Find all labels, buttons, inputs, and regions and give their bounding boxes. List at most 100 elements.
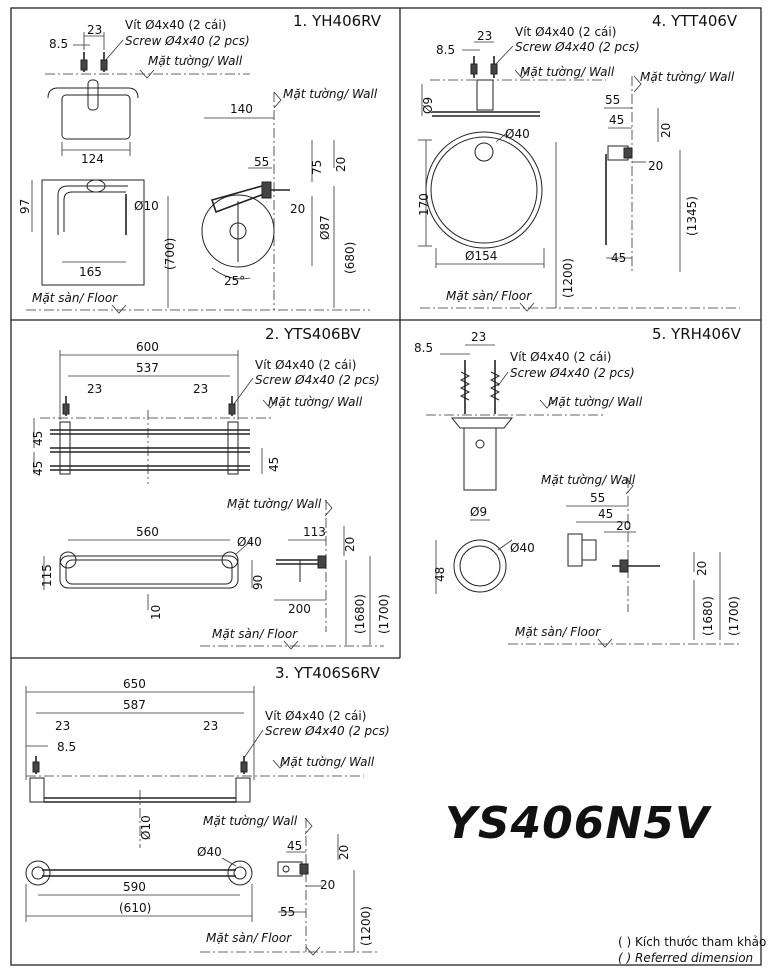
dim-610: (610) — [119, 901, 151, 915]
dim-d10: Ø10 — [139, 815, 153, 840]
dim-20: 20 — [343, 537, 357, 552]
dim-23a: 23 — [87, 382, 102, 396]
dim-45: 45 — [287, 839, 302, 853]
dim-587: 587 — [123, 698, 146, 712]
floor-label: Mặt sàn/ Floor — [32, 291, 118, 305]
dim-560: 560 — [136, 525, 159, 539]
dim-45b: 45 — [31, 461, 45, 476]
screw-label-en: Screw Ø4x40 (2 pcs) — [255, 373, 380, 387]
dim-1680: (1680) — [701, 596, 715, 636]
wall-label: Mặt tường/ Wall — [203, 814, 298, 828]
wall-label: Mặt tường/ Wall — [541, 473, 636, 487]
dim-1345: (1345) — [685, 196, 699, 236]
dim-d154: Ø154 — [465, 249, 497, 263]
dim-1700: (1700) — [377, 594, 391, 634]
dim-650: 650 — [123, 677, 146, 691]
dim-45c: 45 — [267, 457, 281, 472]
dim-8-5: 8.5 — [49, 37, 68, 51]
dim-d87: Ø87 — [318, 215, 332, 240]
dim-700: (700) — [163, 238, 177, 270]
dim-170: 170 — [417, 193, 431, 216]
dim-55: 55 — [254, 155, 269, 169]
dim-90: 90 — [251, 575, 265, 590]
dim-8-5: 8.5 — [57, 740, 76, 754]
panel-grid — [10, 7, 762, 966]
dim-20: 20 — [334, 157, 348, 172]
wall-label: Mặt tường/ Wall — [548, 395, 643, 409]
dim-590: 590 — [123, 880, 146, 894]
dim-d40: Ø40 — [510, 541, 535, 555]
floor-label: Mặt sàn/ Floor — [206, 931, 292, 945]
wall-label: Mặt tường/ Wall — [520, 65, 615, 79]
dim-20: 20 — [337, 845, 351, 860]
floor-label: Mặt sàn/ Floor — [515, 625, 601, 639]
dim-23: 23 — [471, 330, 486, 344]
wall-label: Mặt tường/ Wall — [227, 497, 322, 511]
dim-23b: 23 — [193, 382, 208, 396]
panel-title: 3. YT406S6RV — [275, 664, 381, 682]
dim-10: 10 — [149, 605, 163, 620]
screw-label-vi: Vít Ø4x40 (2 cái) — [510, 350, 611, 364]
dim-680: (680) — [343, 242, 357, 274]
dim-d40: Ø40 — [197, 845, 222, 859]
dim-20b: 20 — [648, 159, 663, 173]
dim-97: 97 — [18, 199, 32, 214]
dim-140: 140 — [230, 102, 253, 116]
dim-48: 48 — [433, 567, 447, 582]
panel-yt406s6rv: 3. YT406S6RV 650 587 23 23 8.5 Vít Ø4x40… — [25, 664, 390, 956]
wall-label: Mặt tường/ Wall — [280, 755, 375, 769]
dim-55: 55 — [280, 905, 295, 919]
dim-1700: (1700) — [727, 596, 741, 636]
dim-23: 23 — [87, 23, 102, 37]
screw-label-vi: Vít Ø4x40 (2 cái) — [265, 709, 366, 723]
legend-en: ( ) Referred dimension — [618, 951, 753, 965]
panel-title: 4. YTT406V — [652, 12, 738, 30]
screw-label-vi: Vít Ø4x40 (2 cái) — [255, 358, 356, 372]
screw-label-en: Screw Ø4x40 (2 pcs) — [515, 40, 640, 54]
dim-20b: 20 — [695, 561, 709, 576]
dim-75: 75 — [310, 160, 324, 175]
dim-8-5: 8.5 — [436, 43, 455, 57]
dim-115: 115 — [40, 564, 54, 587]
dim-45b: 45 — [611, 251, 626, 265]
dim-20: 20 — [616, 519, 631, 533]
dim-124: 124 — [81, 152, 104, 166]
dim-d9: Ø9 — [421, 97, 435, 114]
dim-20b: 20 — [320, 878, 335, 892]
panel-title: 5. YRH406V — [652, 325, 742, 343]
screw-label-en: Screw Ø4x40 (2 pcs) — [125, 34, 250, 48]
floor-label: Mặt sàn/ Floor — [212, 627, 298, 641]
dim-d9: Ø9 — [470, 505, 487, 519]
dim-23: 23 — [477, 29, 492, 43]
floor-label: Mặt sàn/ Floor — [446, 289, 532, 303]
wall-label: Mặt tường/ Wall — [283, 87, 378, 101]
wall-label: Mặt tường/ Wall — [268, 395, 363, 409]
dim-45a: 45 — [31, 431, 45, 446]
wall-label: Mặt tường/ Wall — [148, 54, 243, 68]
dim-d40: Ø40 — [505, 127, 530, 141]
dim-45: 45 — [609, 113, 624, 127]
dim-45: 45 — [598, 507, 613, 521]
panel-yh406rv: 1. YH406RV Vít Ø4x40 (2 cái) Screw Ø4x40… — [18, 12, 382, 314]
panel-ytt406v: 4. YTT406V Vít Ø4x40 (2 cái) Screw Ø4x40… — [417, 12, 740, 312]
panel-title: 1. YH406RV — [293, 12, 382, 30]
screw-label-en: Screw Ø4x40 (2 pcs) — [265, 724, 390, 738]
dim-1200: (1200) — [561, 258, 575, 298]
dim-600: 600 — [136, 340, 159, 354]
dim-200: 200 — [288, 602, 311, 616]
panel-yts406bv: 2. YTS406BV 600 537 23 23 Vít Ø4x40 (2 c… — [31, 325, 391, 650]
dim-20: 20 — [659, 123, 673, 138]
dim-55: 55 — [605, 93, 620, 107]
model-title: YS406N5V — [445, 798, 712, 849]
wall-label: Mặt tường/ Wall — [640, 70, 735, 84]
screw-label-en: Screw Ø4x40 (2 pcs) — [510, 366, 635, 380]
dim-165: 165 — [79, 265, 102, 279]
screw-label-vi: Vít Ø4x40 (2 cái) — [125, 18, 226, 32]
panel-yrh406v: 5. YRH406V 23 8.5 Vít Ø4x40 (2 cái) Scre… — [414, 325, 742, 648]
dim-angle: 25° — [224, 274, 245, 288]
screw-label-vi: Vít Ø4x40 (2 cái) — [515, 25, 616, 39]
legend-vi: ( ) Kích thước tham khảo — [618, 935, 766, 949]
dim-8-5: 8.5 — [414, 341, 433, 355]
